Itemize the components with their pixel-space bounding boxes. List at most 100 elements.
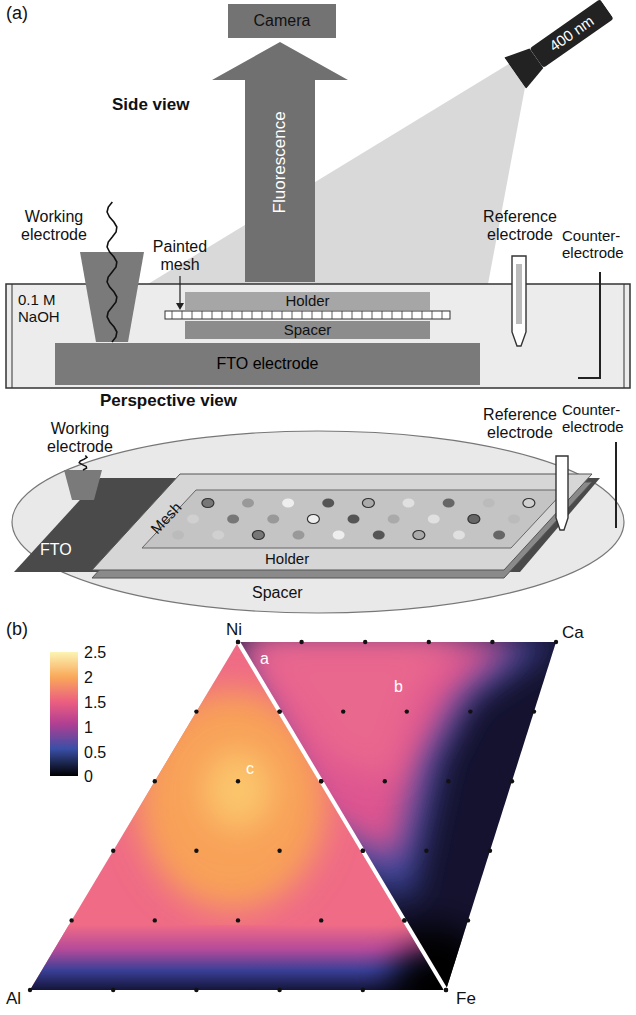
mesh-cell xyxy=(302,311,303,319)
colorbar-tick: 0.5 xyxy=(84,744,106,762)
colorbar-tick: 2 xyxy=(84,669,93,687)
perspective-illustration xyxy=(12,431,624,613)
node-label: FTO electrode xyxy=(217,355,319,373)
electrode-wire xyxy=(79,456,87,470)
sample-point xyxy=(153,918,157,922)
part-label: Spacer xyxy=(252,584,303,602)
sample-point xyxy=(468,709,472,713)
colorbar-tick: 1 xyxy=(84,719,93,737)
node-label: Fluorescence xyxy=(271,111,290,213)
mesh-cell xyxy=(402,311,403,319)
sample-spot xyxy=(362,499,374,508)
mesh-cell xyxy=(272,311,273,319)
view-title: Side view xyxy=(112,96,189,115)
sample-point xyxy=(28,988,32,992)
working-electrode-holder xyxy=(80,252,144,342)
flashlight: 400 nm xyxy=(504,0,618,89)
sample-point xyxy=(319,779,323,783)
map-mid xyxy=(240,640,560,900)
spacer-block: Spacer xyxy=(185,321,430,340)
sample-point xyxy=(319,918,323,922)
mesh-cell xyxy=(362,311,363,319)
mesh-cell xyxy=(282,311,283,319)
colorbar-tick: 2.5 xyxy=(84,644,106,662)
element-label: Ca xyxy=(562,624,584,643)
mesh-cell xyxy=(252,311,253,319)
sample-spot xyxy=(172,531,184,540)
sample-spot xyxy=(212,531,224,540)
arrow-shape xyxy=(212,42,348,282)
mesh xyxy=(142,490,565,548)
mesh-cell xyxy=(212,311,213,319)
fto-electrode-block: FTO electrode xyxy=(55,343,480,385)
sample-point xyxy=(277,709,281,713)
sample-spot xyxy=(443,499,455,508)
mesh-cell xyxy=(322,311,323,319)
sample-point xyxy=(383,779,387,783)
mesh-cell xyxy=(232,311,233,319)
node-label: Spacer xyxy=(284,322,332,339)
sample-point xyxy=(153,779,157,783)
counter-electrode xyxy=(578,272,600,378)
sample-spot xyxy=(333,531,345,540)
colorbar xyxy=(50,652,78,776)
sample-spot xyxy=(373,531,385,540)
element-label: Ni xyxy=(226,621,242,640)
part-label: Reference electrode xyxy=(470,406,570,441)
sample-point xyxy=(194,988,198,992)
point-label: c xyxy=(246,760,254,778)
side-view-illustration xyxy=(6,62,630,388)
fluorescence-arrow: Fluorescence xyxy=(212,42,348,282)
part-label: Working electrode xyxy=(30,420,130,455)
sample-point xyxy=(361,849,365,853)
mesh-cell xyxy=(262,311,263,319)
node-label: Camera xyxy=(254,12,311,30)
sample-point xyxy=(446,779,450,783)
sample-point xyxy=(363,640,367,644)
sample-spot xyxy=(508,515,520,524)
mesh-cell xyxy=(202,311,203,319)
sample-point xyxy=(554,640,558,644)
flashlight-body xyxy=(530,0,614,68)
mesh-cell xyxy=(342,311,343,319)
sample-spot xyxy=(202,499,214,508)
map-high xyxy=(240,640,470,780)
painted-mesh xyxy=(165,311,450,319)
sample-point xyxy=(341,709,345,713)
sample-spot xyxy=(242,499,254,508)
panel-label: (b) xyxy=(6,620,28,640)
sample-spot xyxy=(282,499,294,508)
sample-point xyxy=(236,640,240,644)
sample-point xyxy=(319,779,323,783)
reference-electrode xyxy=(556,456,568,530)
sample-point xyxy=(488,849,492,853)
reference-electrode-inner xyxy=(516,264,522,324)
mesh-cell xyxy=(372,311,373,319)
sample-point xyxy=(361,988,365,992)
tank-wall xyxy=(624,284,625,388)
sample-spot xyxy=(322,499,334,508)
mesh-cell xyxy=(352,311,353,319)
leader-line xyxy=(179,276,180,306)
leader-arrowhead xyxy=(176,303,184,310)
colorbar-tick: 0 xyxy=(84,768,93,786)
mesh-cell xyxy=(432,311,433,319)
view-title: Perspective view xyxy=(100,392,237,411)
sample-spot xyxy=(267,515,279,524)
sample-point xyxy=(236,918,240,922)
part-label: Painted mesh xyxy=(136,238,224,273)
part-label: Counter- electrode xyxy=(562,402,634,435)
sample-point xyxy=(510,779,514,783)
sample-spot xyxy=(403,499,415,508)
sample-point xyxy=(69,918,73,922)
sample-point xyxy=(402,918,406,922)
part-label: Reference electrode xyxy=(470,208,570,243)
element-label: Al xyxy=(6,990,21,1009)
mesh-cell xyxy=(242,311,243,319)
reference-electrode xyxy=(512,256,526,346)
sample-spot xyxy=(428,515,440,524)
sample-point xyxy=(111,988,115,992)
map-high xyxy=(240,640,520,860)
